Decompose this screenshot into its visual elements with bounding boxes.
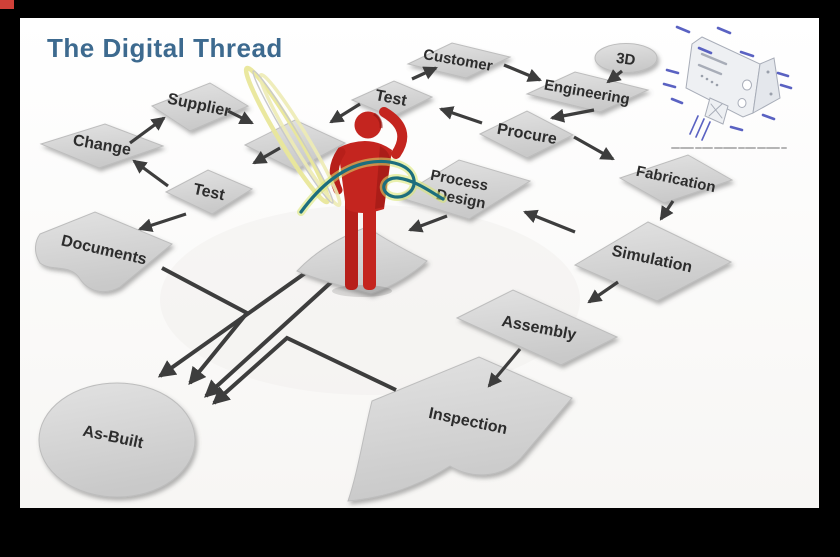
cad-flange (752, 57, 781, 114)
node-assembly: Assembly (455, 289, 619, 366)
cad-hole-1 (742, 79, 752, 91)
arrow-hub-test-left (252, 146, 281, 165)
cad-inset (662, 25, 793, 149)
node-procure: Procure (478, 110, 575, 159)
arrow-documents-asbuilt (161, 266, 251, 386)
node-documents: Documents (35, 211, 173, 293)
figure-head (354, 111, 382, 139)
node-test-left-label: Test (192, 181, 227, 204)
node-test-top: Test (350, 80, 434, 118)
figure-head-shade (373, 112, 383, 129)
corner-mark (0, 0, 14, 9)
node-simulation: Simulation (573, 221, 733, 302)
arrow-procure-test-top (439, 106, 483, 125)
cad-dimension-marks (662, 25, 793, 132)
thread-line (299, 159, 445, 214)
soft-shadow-blob (160, 205, 580, 395)
arrow-supplier-hub (227, 109, 254, 125)
node-supplier: Supplier (150, 82, 250, 132)
arrow-simulation-assembly (587, 280, 619, 304)
arrow-test-left-change (132, 159, 169, 188)
cad-hole-2 (737, 98, 747, 108)
arrow-engineering-procure (549, 108, 595, 123)
lasso-loop (243, 65, 342, 208)
figure-leg-left (345, 196, 358, 290)
arrow-test-top-customer (411, 66, 438, 81)
arrow-procure-fabrication (573, 135, 615, 161)
node-fabrication: Fabrication (618, 154, 734, 204)
node-3d-label: 3D (615, 50, 637, 70)
figure-arm-left (329, 147, 346, 195)
arrow-test-top-hub (329, 102, 361, 124)
arrow-process-design-platform (408, 214, 448, 233)
node-test-left: Test (164, 169, 254, 215)
arrow-assembly-inspection (487, 347, 522, 388)
cad-slot-1 (700, 52, 728, 66)
node-as-built: As-Built (38, 382, 196, 498)
arrow-change-supplier (129, 116, 166, 145)
thread-swirl (297, 157, 447, 216)
arrow-3d-engineering (606, 69, 623, 84)
cad-hatch-marks (689, 115, 711, 141)
figure-arm-raised (379, 107, 408, 159)
cad-small-holes (700, 70, 773, 96)
arrow-inspection-asbuilt (212, 335, 397, 405)
node-test-top-label: Test (374, 87, 409, 110)
node-change: Change (39, 123, 165, 169)
flow-arrows (129, 63, 675, 405)
node-3d: 3D (594, 43, 658, 73)
human-figure (329, 107, 408, 297)
cad-slot-2 (697, 63, 723, 76)
arrow-platform-asbuilt-2 (204, 274, 340, 398)
arrow-test-left-documents (137, 212, 187, 232)
arrow-customer-engineering (503, 63, 542, 82)
figure-leg-right (363, 196, 376, 290)
page-title: The Digital Thread (47, 33, 283, 63)
cad-bend-lines (708, 103, 723, 119)
figure-shadow (332, 285, 392, 297)
node-inspection: Inspection (347, 356, 573, 502)
arrow-simulation-process-design (523, 209, 576, 234)
arrow-fabrication-simulation (659, 200, 675, 221)
